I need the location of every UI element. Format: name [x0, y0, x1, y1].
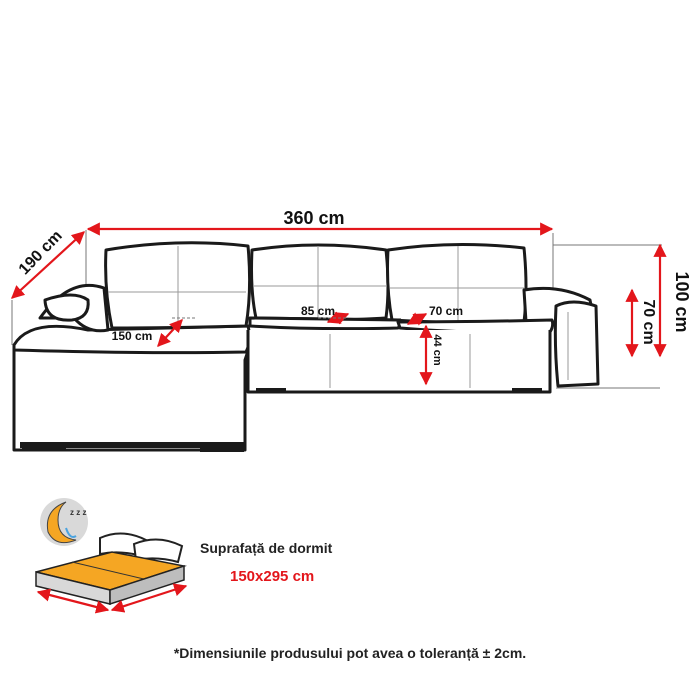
tolerance-note: *Dimensiunile produsului pot avea o tole… [173, 645, 527, 661]
corner-sofa-drawing [11, 230, 662, 452]
sleeping-surface-label: Suprafață de dormit [200, 540, 333, 556]
svg-text:z z z: z z z [70, 508, 86, 517]
seat-height-label: 44 cm [431, 334, 443, 365]
dimension-lines [11, 222, 667, 386]
sleeping-surface-size: 150x295 cm [230, 568, 315, 585]
bed-icon: z z z [35, 498, 188, 614]
right-seat-depth-label: 70 cm [429, 304, 463, 318]
width-label: 360 cm [283, 208, 344, 228]
chaise-depth-label: 150 cm [112, 329, 153, 343]
total-height-label: 100 cm [672, 271, 692, 332]
armrest-height-label: 70 cm [640, 299, 657, 344]
middle-seat-depth-label: 85 cm [301, 304, 335, 318]
